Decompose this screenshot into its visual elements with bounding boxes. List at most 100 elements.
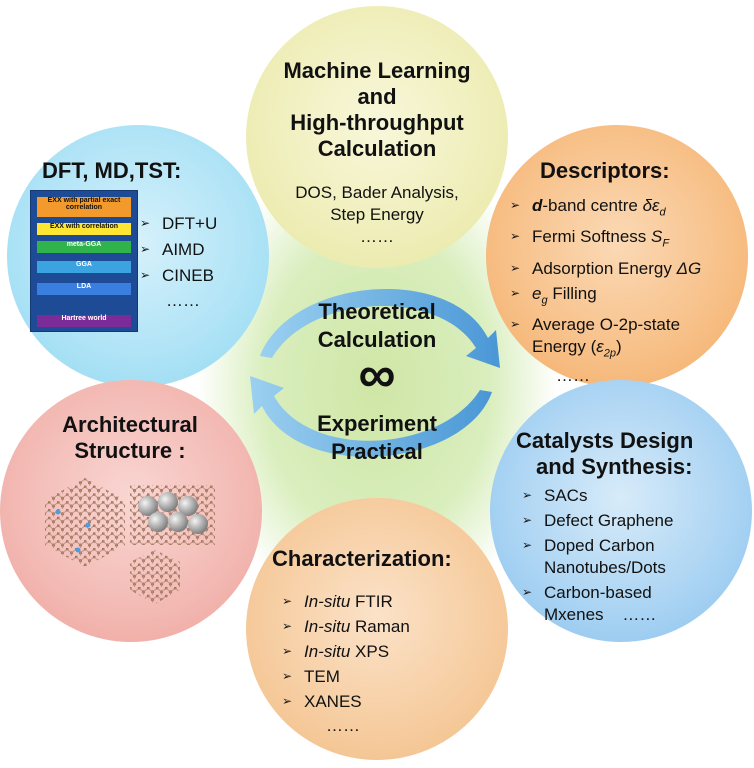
ladder-rung: GGA (37, 261, 131, 273)
bullet-icon: ➢ (522, 585, 533, 599)
desc-symbol: S (651, 227, 663, 247)
ml-title-line: Machine Learning (283, 58, 471, 83)
center-experiment: Experiment Practical (277, 410, 477, 466)
center-theory: Theoretical Calculation (277, 298, 477, 354)
architecture-title: Architectural Structure : (20, 412, 240, 464)
ladder-rung: LDA (37, 283, 131, 295)
desc-sub: d (659, 206, 666, 219)
arch-title-line: Structure : (74, 438, 186, 463)
arch-title-line: Architectural (62, 412, 198, 437)
ml-title-line: Calculation (317, 136, 437, 161)
graphene-sheet (45, 478, 125, 567)
center-line: Experiment (317, 411, 437, 436)
descriptors-circle (486, 125, 748, 387)
characterization-circle (246, 498, 508, 760)
functional-ladder-image: EXX with partial exact correlation EXX w… (30, 190, 138, 332)
desc-symbol: δε (642, 196, 660, 215)
ml-title-line: and (357, 84, 397, 109)
desc-text: Fermi Softness (532, 227, 652, 247)
bullet-icon: ➢ (140, 216, 151, 230)
center-line: Calculation (317, 327, 437, 352)
cat-item: Nanotubes/Dots (544, 558, 666, 577)
bullet-icon: ➢ (522, 488, 533, 502)
bullet-icon: ➢ (510, 260, 521, 275)
dft-item: CINEB (162, 266, 214, 285)
desc-symbol: e (532, 283, 542, 303)
char-item-italic: In-situ (304, 617, 351, 636)
bullet-icon: ➢ (510, 317, 521, 332)
desc-text: Average O-2p-state (532, 315, 681, 335)
dft-dots: …… (166, 291, 200, 310)
bullet-icon: ➢ (140, 242, 151, 256)
cat-item: Carbon-based (544, 583, 652, 602)
ladder-rung: Hartree world (37, 315, 131, 327)
center-line: Theoretical (318, 299, 436, 324)
bullet-icon: ➢ (282, 644, 293, 658)
ml-title: Machine Learning and High-throughput Cal… (256, 58, 498, 162)
dft-items: ➢ DFT+U ➢ AIMD ➢ CINEB …… (140, 212, 217, 312)
catalysts-title: Catalysts Design and Synthesis: (516, 428, 693, 480)
bullet-icon: ➢ (282, 669, 293, 683)
desc-sub: g (541, 294, 548, 307)
cat-item: Mxenes …… (544, 605, 657, 624)
bullet-icon: ➢ (510, 285, 521, 300)
catalysts-circle (490, 380, 752, 642)
cat-item: Doped Carbon (544, 536, 655, 555)
cat-item: Defect Graphene (544, 511, 674, 530)
char-item: TEM (304, 667, 340, 686)
desc-text: Filling (547, 283, 597, 303)
bottom-arrow (250, 376, 492, 457)
desc-symbol: ΔG (676, 258, 702, 278)
bullet-icon: ➢ (510, 229, 521, 244)
dft-title: DFT, MD,TST: (42, 158, 182, 183)
descriptors-items: ➢d-band centre δεd ➢Fermi Softness SF ➢A… (510, 194, 701, 387)
char-dots: …… (326, 716, 360, 735)
desc-dots: …… (556, 365, 590, 385)
ml-dots: …… (360, 227, 394, 246)
infinity-icon: ∞ (358, 346, 396, 404)
ml-title-line: High-throughput (290, 110, 464, 135)
desc-text: Energy ( (532, 337, 597, 357)
desc-text: ) (615, 337, 622, 357)
ladder-rung: EXX with partial exact correlation (37, 197, 131, 217)
bullet-icon: ➢ (140, 268, 151, 282)
molecular-structure-image (45, 478, 215, 604)
cat-title-line: Catalysts Design (516, 428, 694, 453)
center-line: Practical (331, 439, 423, 464)
ladder-rung: EXX with correlation (37, 223, 131, 235)
bullet-icon: ➢ (510, 198, 521, 212)
desc-d: d (532, 196, 543, 215)
bullet-icon: ➢ (522, 513, 533, 527)
char-item: XPS (350, 642, 390, 661)
characterization-title: Characterization: (272, 546, 452, 571)
ml-item: Step Energy (330, 205, 424, 224)
char-item-italic: In-situ (304, 592, 351, 611)
cat-item: SACs (544, 486, 588, 505)
ml-item: DOS, Bader Analysis, (295, 183, 459, 202)
bullet-icon: ➢ (522, 538, 533, 552)
desc-text: Adsorption Energy (532, 258, 677, 278)
char-item: Raman (350, 617, 410, 636)
desc-sub: 2p (603, 347, 616, 360)
graphene-flake (130, 550, 180, 604)
char-item: FTIR (350, 592, 393, 611)
dft-item: DFT+U (162, 214, 218, 233)
desc-text: -band centre (542, 196, 643, 215)
descriptors-title: Descriptors: (540, 158, 670, 183)
char-item: XANES (304, 692, 362, 711)
characterization-items: ➢ In-situ FTIR ➢ In-situ Raman ➢ In-situ XP… (282, 590, 410, 737)
ladder-rung: meta-GGA (37, 241, 131, 253)
cycle-arrows (250, 288, 500, 457)
bullet-icon: ➢ (282, 594, 293, 608)
dft-item: AIMD (162, 240, 205, 259)
desc-sub: F (662, 237, 670, 250)
catalysts-items: ➢ SACs ➢ Defect Graphene ➢ Doped Carbon Nan… (522, 484, 673, 626)
char-item-italic: In-situ (304, 642, 351, 661)
cat-title-line: and Synthesis: (536, 454, 693, 479)
ml-items: DOS, Bader Analysis, Step Energy …… (256, 182, 498, 248)
desc-symbol: ε (596, 337, 604, 357)
bullet-icon: ➢ (282, 619, 293, 633)
bullet-icon: ➢ (282, 694, 293, 708)
top-arrow (260, 288, 500, 368)
ml-circle (246, 6, 508, 268)
